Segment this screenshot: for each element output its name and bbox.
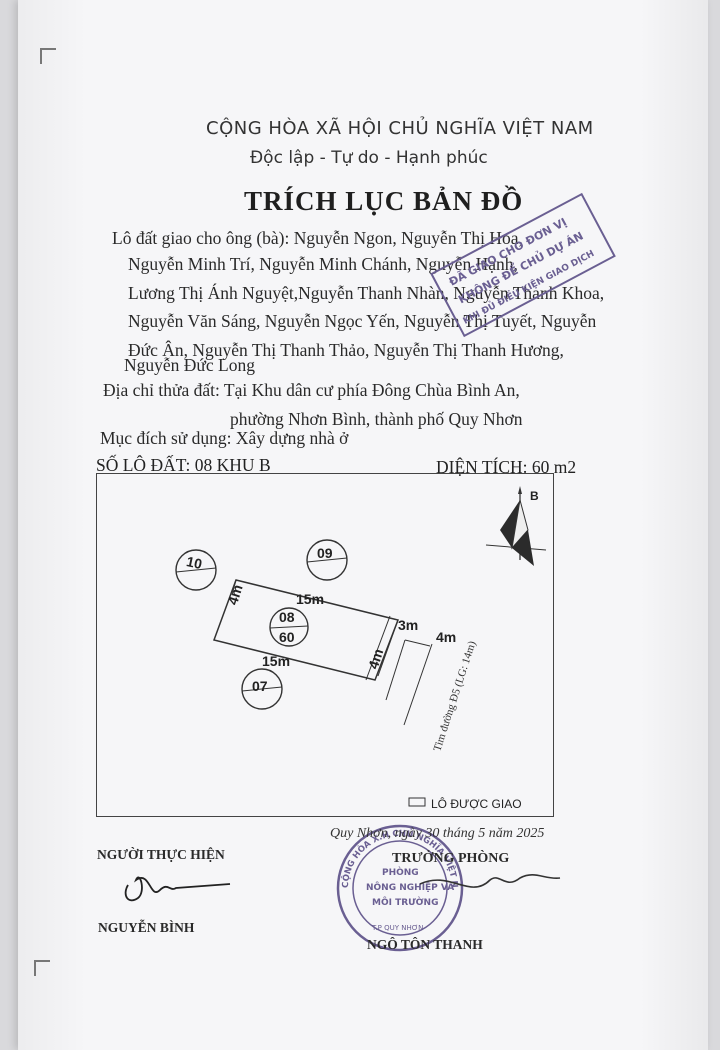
signature-left [124,876,231,902]
lot-area-label: 60 [279,629,295,645]
side-length-label: 15m [296,591,324,607]
document-title: TRÍCH LỤC BẢN ĐỒ [244,186,524,216]
road-label: Tim đường Đ5 (LG: 14m) [431,639,478,753]
road-half-label: 4m [436,629,456,645]
land-use-purpose: Mục đích sử dụng: Xây dựng nhà ở [100,428,349,448]
lot-boundary [213,579,400,681]
svg-text:PHÒNG: PHÒNG [382,866,419,878]
side-length-label: 4m [365,647,386,671]
official-seal: CỘNG HÒA X.H CHỦ NGHĨA VIỆT NAM PHÒNG NÔ… [0,0,464,952]
lot-number: SỐ LÔ ĐẤT: 08 KHU B [96,455,271,475]
lot-marker [269,607,309,647]
neighbor-lot-number: 09 [317,545,333,561]
road-centerline [403,643,433,726]
svg-text:T.P QUY NHƠN: T.P QUY NHƠN [371,924,423,932]
neighbor-lot-number: 10 [185,553,204,572]
north-label: B [530,489,539,503]
svg-text:MÔI TRƯỜNG: MÔI TRƯỜNG [372,896,438,908]
document-paper [18,0,708,1050]
svg-text:NÔNG NGHIỆP VÀ: NÔNG NGHIỆP VÀ [366,881,454,893]
owners-line: Nguyễn Đức Long [124,355,255,375]
signer-left-title: NGƯỜI THỰC HIỆN [97,847,225,862]
owners-line: Nguyễn Văn Sáng, Nguyễn Ngọc Yến, Nguyễn… [128,311,597,331]
lot-area: DIỆN TÍCH: 60 m2 [436,457,577,477]
lot-number-label: 08 [279,609,295,625]
neighbor-lot-marker [241,668,283,710]
date-line: Quy Nhơn, ngày 30 tháng 5 năm 2025 [330,826,545,841]
map-frame [96,473,554,817]
side-length-label: 15m [262,653,290,669]
setback-label: 3m [398,617,418,633]
neighbor-lot-marker [306,539,348,581]
legend-label: LÔ ĐƯỢC GIAO [431,796,522,811]
owners-line: Đức Ân, Nguyễn Thị Thanh Thảo, Nguyễn Th… [128,340,564,360]
owners-line: Lương Thị Ánh Nguyệt,Nguyễn Thanh Nhàn, … [128,283,605,303]
paper-shading [18,0,708,1050]
legend-swatch [408,797,426,807]
national-motto: Độc lập - Tự do - Hạnh phúc [250,148,488,168]
signer-right-title: TRƯỞNG PHÒNG [392,851,510,866]
corner-mark [34,960,50,976]
approval-stamp: ĐÃ GIAO CHO ĐƠN VỊ KHÔNG ĐỂ CHỦ DỰ ÁN KH… [430,192,616,338]
address-line: Địa chỉ thửa đất: Tại Khu dân cư phía Đô… [103,380,520,400]
corner-mark [40,48,56,64]
owners-line: Nguyễn Minh Trí, Nguyễn Minh Chánh, Nguy… [128,254,518,274]
national-name: CỘNG HÒA XÃ HỘI CHỦ NGHĨA VIỆT NAM [206,118,594,139]
side-length-label: 4m [224,583,245,607]
svg-text:CỘNG HÒA X.H CHỦ NGHĨA VIỆT NA: CỘNG HÒA X.H CHỦ NGHĨA VIỆT NAM [0,0,459,888]
north-arrow-icon [485,486,547,566]
signer-left-name: NGUYỄN BÌNH [98,920,195,935]
address-line: phường Nhơn Bình, thành phố Quy Nhơn [230,409,523,429]
neighbor-lot-marker [175,549,217,591]
signer-right-name: NGÔ TÔN THANH [367,937,483,952]
neighbor-lot-number: 07 [252,678,268,694]
signature-right [419,874,561,888]
owners-line: Lô đất giao cho ông (bà): Nguyễn Ngon, N… [112,228,523,248]
